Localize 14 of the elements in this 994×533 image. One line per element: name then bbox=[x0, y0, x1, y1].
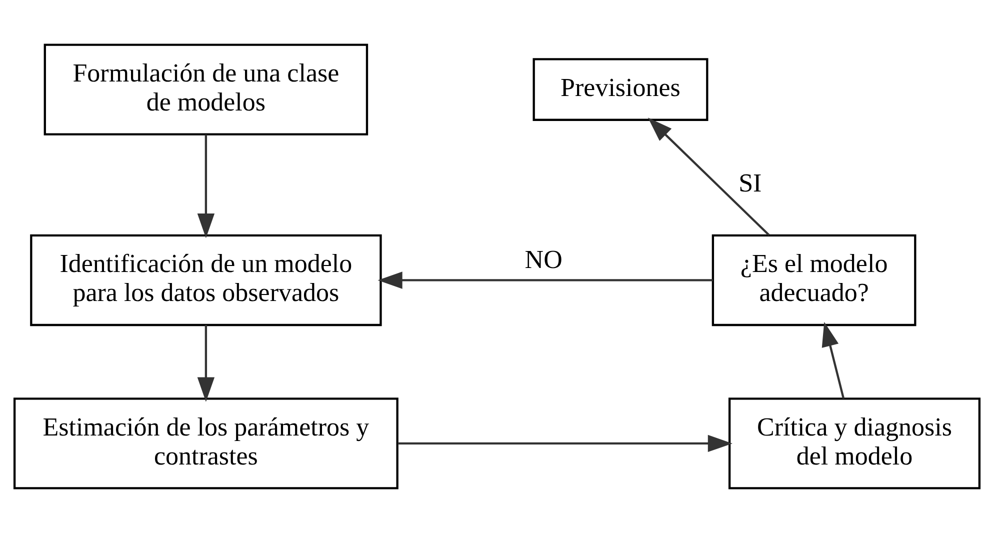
edge-label: NO bbox=[524, 244, 562, 274]
edge-label: SI bbox=[738, 168, 762, 198]
arrow bbox=[378, 272, 713, 289]
arrow bbox=[197, 325, 215, 402]
arrow bbox=[197, 134, 215, 238]
node-box: Previsiones bbox=[532, 58, 708, 121]
node-box: ¿Es el modelo adecuado? bbox=[712, 234, 916, 326]
arrow bbox=[398, 434, 732, 452]
arrow bbox=[648, 118, 770, 236]
node-box: Estimación de los parámetros y contrastes bbox=[13, 398, 398, 490]
node-box: Crítica y diagnosis del modelo bbox=[728, 398, 981, 490]
node-box: Identificación de un modelo para los datos observados bbox=[30, 234, 382, 326]
arrow bbox=[822, 322, 845, 399]
node-box: Formulación de una clase de modelos bbox=[44, 44, 368, 136]
